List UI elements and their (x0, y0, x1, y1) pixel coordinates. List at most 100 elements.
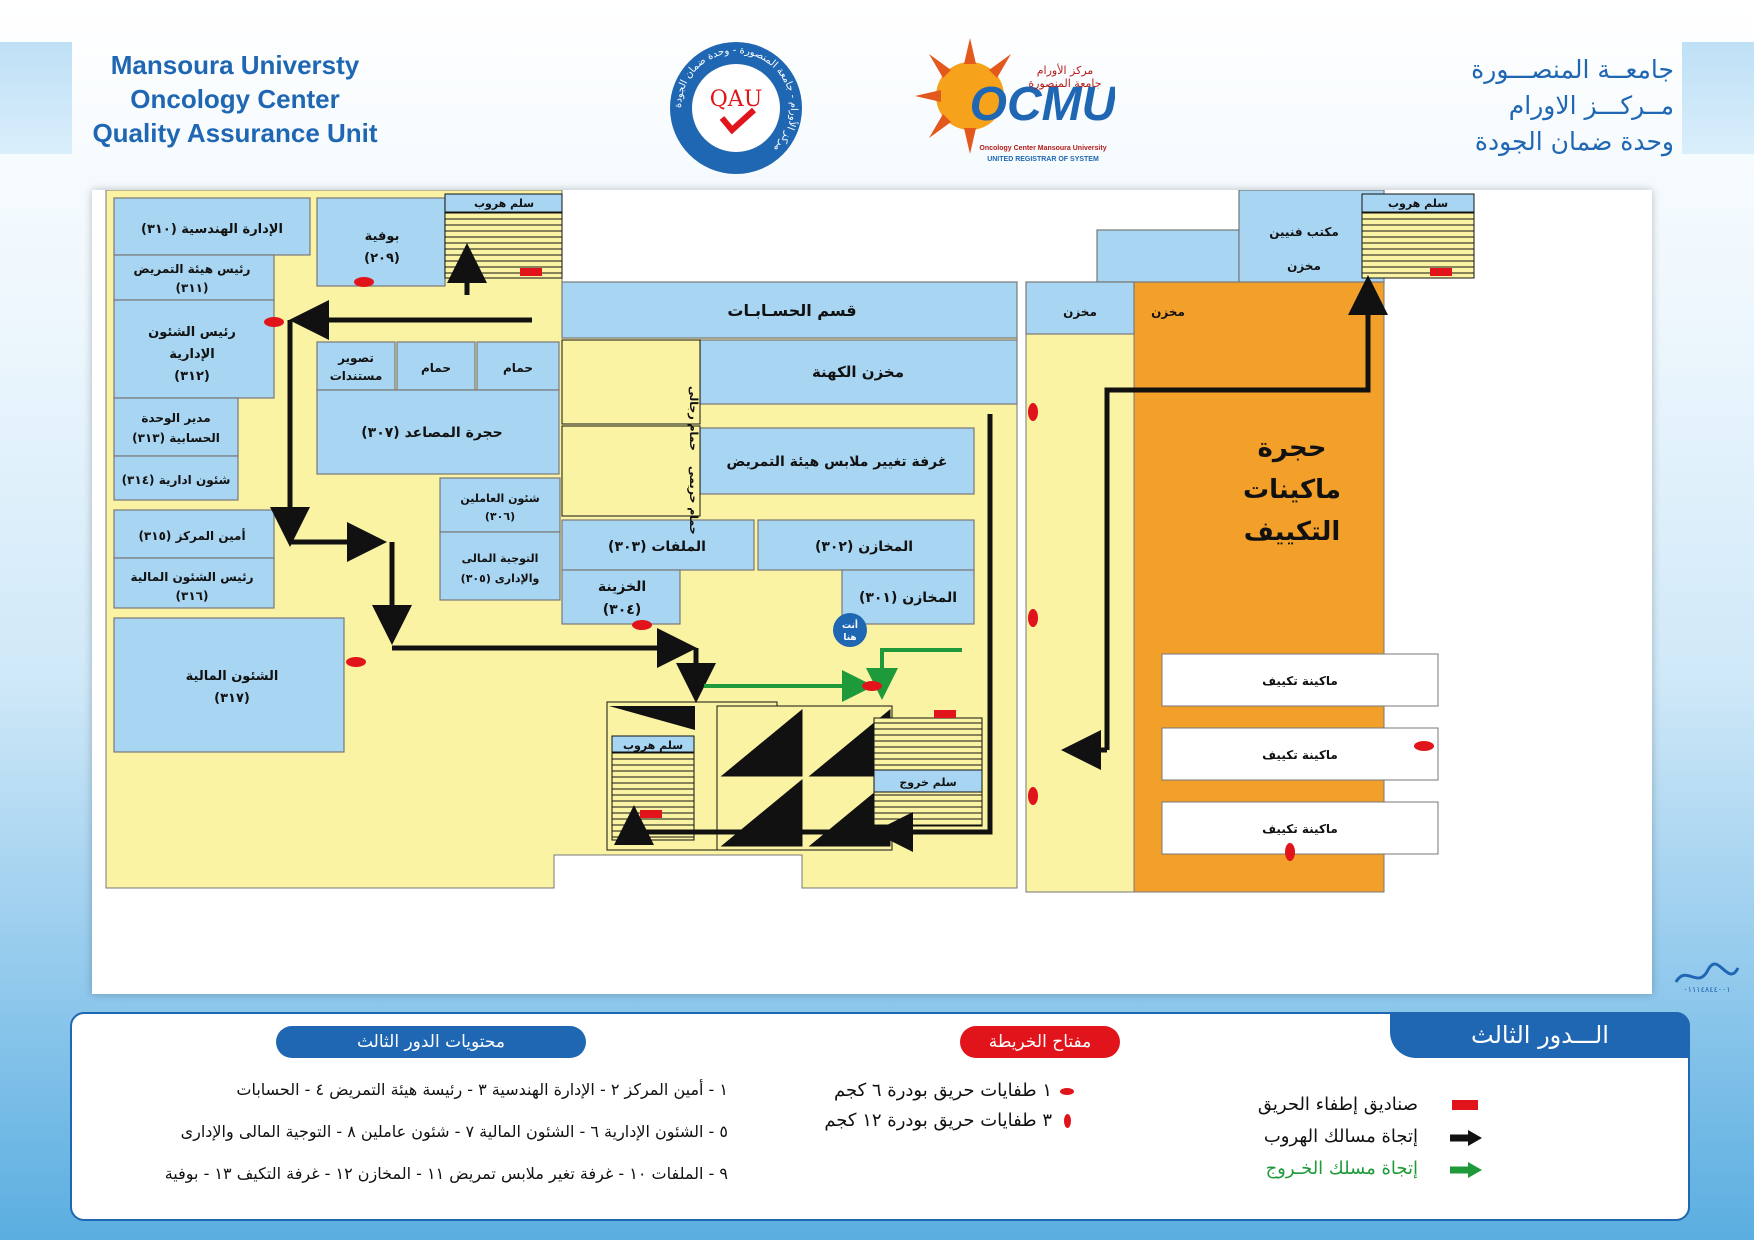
label-ac-machine-2: ماكينة تكييف (1262, 748, 1338, 762)
contents-line-1: ١ - أمين المركز ٢ - الإدارة الهندسية ٣ -… (236, 1080, 728, 1099)
room-310 (113, 197, 311, 256)
escape-arrow (614, 805, 832, 845)
room-311 (113, 254, 275, 301)
label-stair-b: سلم هروب (623, 739, 683, 752)
room-314 (113, 455, 239, 501)
header-en-line-3: Quality Assurance Unit (92, 118, 378, 148)
key-line-2-text: ٣ طفايات حريق بودرة ١٢ كجم (824, 1110, 1052, 1131)
fire-hose-box (934, 710, 956, 718)
header-english: Mansoura Universty Oncology Center Quali… (70, 48, 400, 150)
symbol-fire-box: صناديق إطفاء الحريق (1257, 1094, 1478, 1115)
label-copy-b: مستندات (330, 369, 383, 383)
label-r311b: (٣١١) (176, 281, 209, 295)
label-nurse-change: غرفة تغيير ملابس هيئة التمريض (727, 454, 948, 470)
label-r315: أمين المركز (٣١٥) (138, 528, 245, 543)
label-copy-a: تصوير (337, 351, 374, 366)
label-ac-machine-1: ماكينة تكييف (1262, 674, 1338, 688)
label-here-b: هنا (843, 633, 856, 643)
room-store-priests (699, 339, 1018, 405)
room-wc-2 (476, 341, 560, 391)
label-r317b: (٣١٧) (214, 691, 250, 706)
contents-title: محتويات الدور الثالث (276, 1026, 586, 1058)
label-ac-room-3: التكييف (1244, 517, 1341, 547)
stair-c (1361, 193, 1475, 279)
ac-machine-3 (1161, 801, 1439, 855)
symbol-exit-label: إتجاة مسلك الخـروج (1265, 1158, 1418, 1179)
label-wc-women: حمام حريمى (687, 466, 700, 535)
extinguisher-12kg (1028, 403, 1038, 421)
room-309-buffet (316, 197, 446, 287)
label-r314: شئون ادارية (٣١٤) (122, 473, 231, 488)
header-en-line-2: Oncology Center (130, 84, 340, 114)
fire-hose-box (1430, 268, 1452, 276)
symbol-fire-box-label: صناديق إطفاء الحريق (1257, 1094, 1418, 1115)
key-line-1: ١ طفايات حريق بودرة ٦ كجم (833, 1080, 1074, 1101)
qau-logo: مركز الأورام - جامعة المنصورة - وحدة ضما… (668, 40, 804, 176)
label-r309b: (٢٠٩) (364, 251, 400, 266)
label-here-a: أنت (842, 619, 858, 631)
extinguisher-6kg (632, 620, 652, 630)
label-r301: المخازن (٣٠١) (859, 590, 957, 606)
room-accounts (561, 281, 1018, 339)
floor-plan-frame: الإدارة الهندسية (٣١٠) بوفية (٢٠٩) سلم ه… (92, 190, 1652, 994)
you-are-here-marker (833, 613, 867, 647)
legend-panel: الـــدور الثالث محتويات الدور الثالث ١ -… (70, 1012, 1690, 1221)
extinguisher-6kg (264, 317, 284, 327)
header-arabic: جامعــة المنصـــورة مــركـــز الاورام وح… (1344, 52, 1674, 160)
room-tech-office (1238, 190, 1385, 283)
label-r304b: (٣٠٤) (603, 602, 641, 618)
label-r311a: رئيس هيئة التمريض (134, 262, 251, 276)
label-stair-a: سلم هروب (474, 197, 534, 210)
extinguisher-6kg-symbol (1060, 1088, 1074, 1095)
header-ar-line-1: جامعــة المنصـــورة (1471, 55, 1674, 84)
room-303 (561, 519, 755, 571)
room-312 (113, 299, 275, 399)
label-r317a: الشئون المالية (186, 669, 279, 684)
key-line-2: ٣ طفايات حريق بودرة ١٢ كجم (824, 1110, 1071, 1131)
label-r313b: الحسابية (٣١٣) (132, 431, 220, 445)
ocmu-ar-1: مركز الأورام (1037, 63, 1094, 77)
checkmark-icon (719, 107, 757, 135)
extinguisher-12kg (1285, 843, 1295, 861)
floor-title: الـــدور الثالث (1390, 1012, 1690, 1058)
label-r312a: رئيس الشئون (148, 325, 236, 340)
label-r313a: مدير الوحدة (141, 411, 210, 426)
room-nurse-change (699, 427, 975, 495)
escape-arrow (873, 414, 993, 852)
label-r309a: بوفية (365, 229, 400, 244)
room-wc-1 (396, 341, 476, 391)
ocmu-brand: OCMU (970, 78, 1115, 131)
label-r316b: (٣١٦) (176, 589, 209, 603)
label-wc-men: حمام رجالى (687, 386, 700, 451)
label-r316a: رئيس الشئون المالية (131, 570, 254, 585)
label-store1: مخزن (1151, 305, 1185, 319)
symbol-escape: إتجاة مسالك الهروب (1263, 1126, 1482, 1147)
label-elevator-top: مصعد (660, 712, 687, 723)
extinguisher-6kg (862, 681, 882, 691)
extinguisher-6kg (1414, 741, 1434, 751)
exit-stair (873, 717, 983, 827)
room-305 (439, 531, 561, 601)
label-r302: المخازن (٣٠٢) (815, 539, 913, 555)
header-en-line-1: Mansoura Universty (110, 50, 360, 80)
room-store-1 (1096, 229, 1240, 283)
label-wc1: حمام (421, 361, 451, 376)
floor-plan: الإدارة الهندسية (٣١٠) بوفية (٢٠٩) سلم ه… (105, 190, 1475, 893)
label-r303: الملفات (٣٠٣) (608, 539, 706, 555)
contents-line-2: ٥ - الشئون الإدارية ٦ - الشئون المالية ٧… (180, 1122, 728, 1141)
label-ac-room-1: حجرة (1258, 433, 1327, 463)
designer-signature: ٠١١١٤٨٤٤٠٠١ (1672, 960, 1742, 994)
sun-icon (915, 38, 1011, 154)
room-306 (439, 477, 561, 533)
extinguisher-6kg (346, 657, 366, 667)
contents-line-3: ٩ - الملفات ١٠ - غرفة تغير ملابس تمريض ١… (164, 1164, 728, 1183)
key-line-1-text: ١ طفايات حريق بودرة ٦ كجم (833, 1080, 1052, 1101)
room-302 (757, 519, 975, 571)
room-304 (561, 569, 681, 625)
label-tech-office: مكتب فنيين (1269, 225, 1339, 239)
label-r312b: الإدارية (169, 347, 215, 362)
label-store-priests: مخزن الكهنة (812, 363, 904, 381)
symbol-escape-label: إتجاة مسالك الهروب (1263, 1126, 1418, 1147)
key-title: مفتاح الخريطة (960, 1026, 1120, 1058)
ocmu-ar-2: جامعة المنصورة (1028, 77, 1101, 90)
